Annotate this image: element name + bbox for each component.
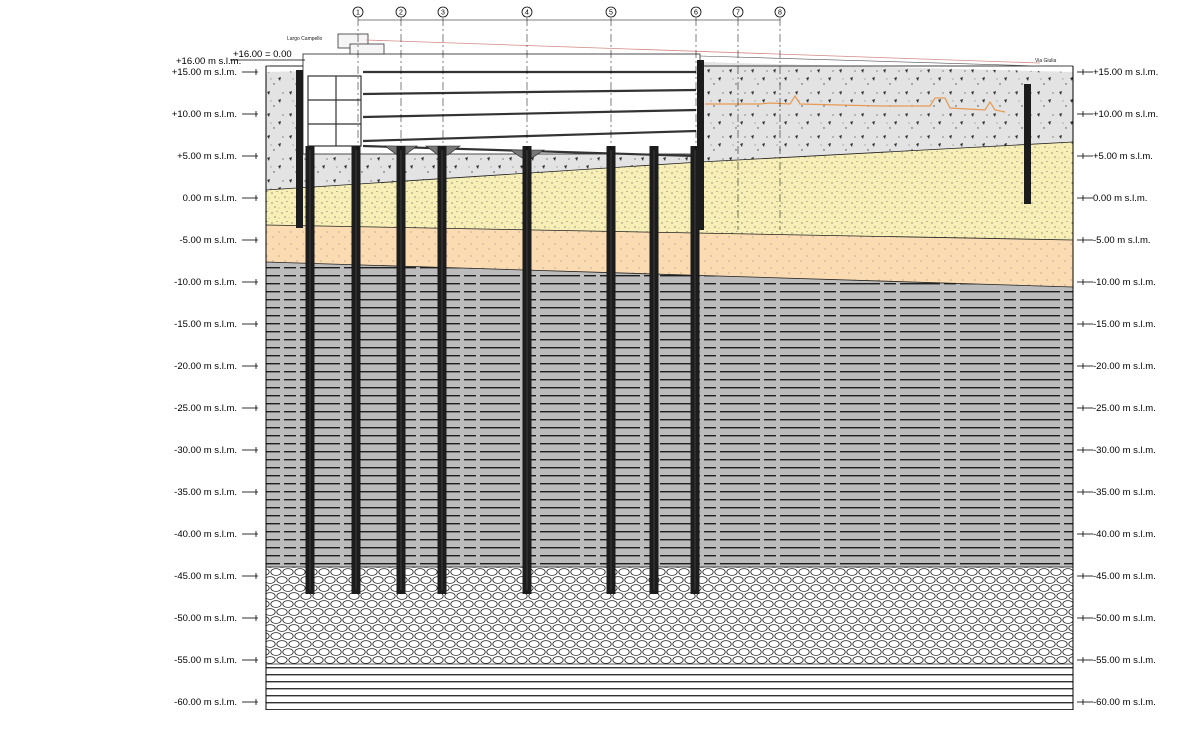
axis-bubble bbox=[521, 6, 533, 18]
elevation-label-left: +15.00 m s.l.m. bbox=[172, 67, 237, 78]
elevation-label-right: -5.00 m s.l.m. bbox=[1093, 235, 1151, 246]
datum-label: +16.00 = 0.00 bbox=[233, 49, 292, 60]
axis-bubble bbox=[690, 6, 702, 18]
excavation-box bbox=[302, 53, 701, 155]
elevation-label-right: +5.00 m s.l.m. bbox=[1093, 151, 1153, 162]
axis-number: 2 bbox=[399, 10, 403, 17]
elevation-label-left: -5.00 m s.l.m. bbox=[179, 235, 237, 246]
axis-number: 1 bbox=[356, 10, 360, 17]
elevation-label-right: +10.00 m s.l.m. bbox=[1093, 109, 1158, 120]
top-elevation-label: +16.00 m s.l.m. bbox=[176, 56, 241, 67]
bottom-layer bbox=[266, 664, 1073, 710]
axis-bubble bbox=[437, 6, 449, 18]
axis-bubble bbox=[395, 6, 407, 18]
elevation-label-right: -50.00 m s.l.m. bbox=[1093, 613, 1156, 624]
axis-bubble bbox=[605, 6, 617, 18]
elevation-label-right: -40.00 m s.l.m. bbox=[1093, 529, 1156, 540]
top-block bbox=[337, 33, 385, 55]
street-right-label: Via Giulia bbox=[1035, 58, 1057, 64]
far-right-wall bbox=[1024, 84, 1031, 204]
sand-yellow-layer bbox=[266, 142, 1073, 240]
gravel-layer bbox=[266, 567, 1073, 664]
sand-orange-layer bbox=[266, 225, 1073, 287]
slope-line bbox=[699, 55, 1041, 67]
elevation-labels-right: +15.00 m s.l.m. +10.00 m s.l.m. +5.00 m s.… bbox=[1077, 67, 1158, 708]
elevation-label-left: 0.00 m s.l.m. bbox=[183, 193, 237, 204]
axis-bubble bbox=[732, 6, 744, 18]
axis-number: 6 bbox=[694, 10, 698, 17]
elevation-label-left: -30.00 m s.l.m. bbox=[174, 445, 237, 456]
elevation-label-right: -20.00 m s.l.m. bbox=[1093, 361, 1156, 372]
axis-number: 8 bbox=[778, 10, 782, 17]
grid-axes: 1 2 3 4 5 6 7 8 bbox=[352, 6, 786, 230]
elevation-label-right: -25.00 m s.l.m. bbox=[1093, 403, 1156, 414]
street-left-label: Largo Campello bbox=[287, 36, 323, 42]
top-reference-line bbox=[365, 39, 1041, 64]
axis-number: 4 bbox=[525, 10, 529, 17]
elevation-label-left: -60.00 m s.l.m. bbox=[174, 697, 237, 708]
elevation-label-left: -25.00 m s.l.m. bbox=[174, 403, 237, 414]
axis-bubble bbox=[352, 6, 364, 18]
right-diaphragm-wall bbox=[697, 60, 704, 230]
elevation-label-right: -45.00 m s.l.m. bbox=[1093, 571, 1156, 582]
left-diaphragm-wall bbox=[296, 70, 303, 228]
axis-number: 3 bbox=[441, 10, 445, 17]
axis-number: 5 bbox=[609, 10, 613, 17]
elevation-label-left: -15.00 m s.l.m. bbox=[174, 319, 237, 330]
elevation-label-right: -15.00 m s.l.m. bbox=[1093, 319, 1156, 330]
elevation-label-left: +10.00 m s.l.m. bbox=[172, 109, 237, 120]
elevation-label-left: -40.00 m s.l.m. bbox=[174, 529, 237, 540]
axis-number: 7 bbox=[736, 10, 740, 17]
elevation-label-right: 0.00 m s.l.m. bbox=[1093, 193, 1147, 204]
elevation-label-left: -35.00 m s.l.m. bbox=[174, 487, 237, 498]
elevation-label-right: +15.00 m s.l.m. bbox=[1093, 67, 1158, 78]
piles bbox=[305, 146, 700, 594]
elevation-label-left: -20.00 m s.l.m. bbox=[174, 361, 237, 372]
elevation-label-right: -60.00 m s.l.m. bbox=[1093, 697, 1156, 708]
axis-bubble bbox=[774, 6, 786, 18]
left-core bbox=[307, 75, 362, 147]
elevation-labels-left: +15.00 m s.l.m. +10.00 m s.l.m. +5.00 m s.… bbox=[172, 67, 258, 708]
utility-line bbox=[705, 94, 1006, 113]
elevation-label-right: -55.00 m s.l.m. bbox=[1093, 655, 1156, 666]
elevation-label-left: -50.00 m s.l.m. bbox=[174, 613, 237, 624]
clay-layer bbox=[266, 262, 1073, 567]
elevation-label-left: +5.00 m s.l.m. bbox=[177, 151, 237, 162]
elevation-label-left: -10.00 m s.l.m. bbox=[174, 277, 237, 288]
elevation-label-right: -30.00 m s.l.m. bbox=[1093, 445, 1156, 456]
elevation-label-left: -45.00 m s.l.m. bbox=[174, 571, 237, 582]
elevation-label-left: -55.00 m s.l.m. bbox=[174, 655, 237, 666]
elevation-label-right: -10.00 m s.l.m. bbox=[1093, 277, 1156, 288]
elevation-label-right: -35.00 m s.l.m. bbox=[1093, 487, 1156, 498]
